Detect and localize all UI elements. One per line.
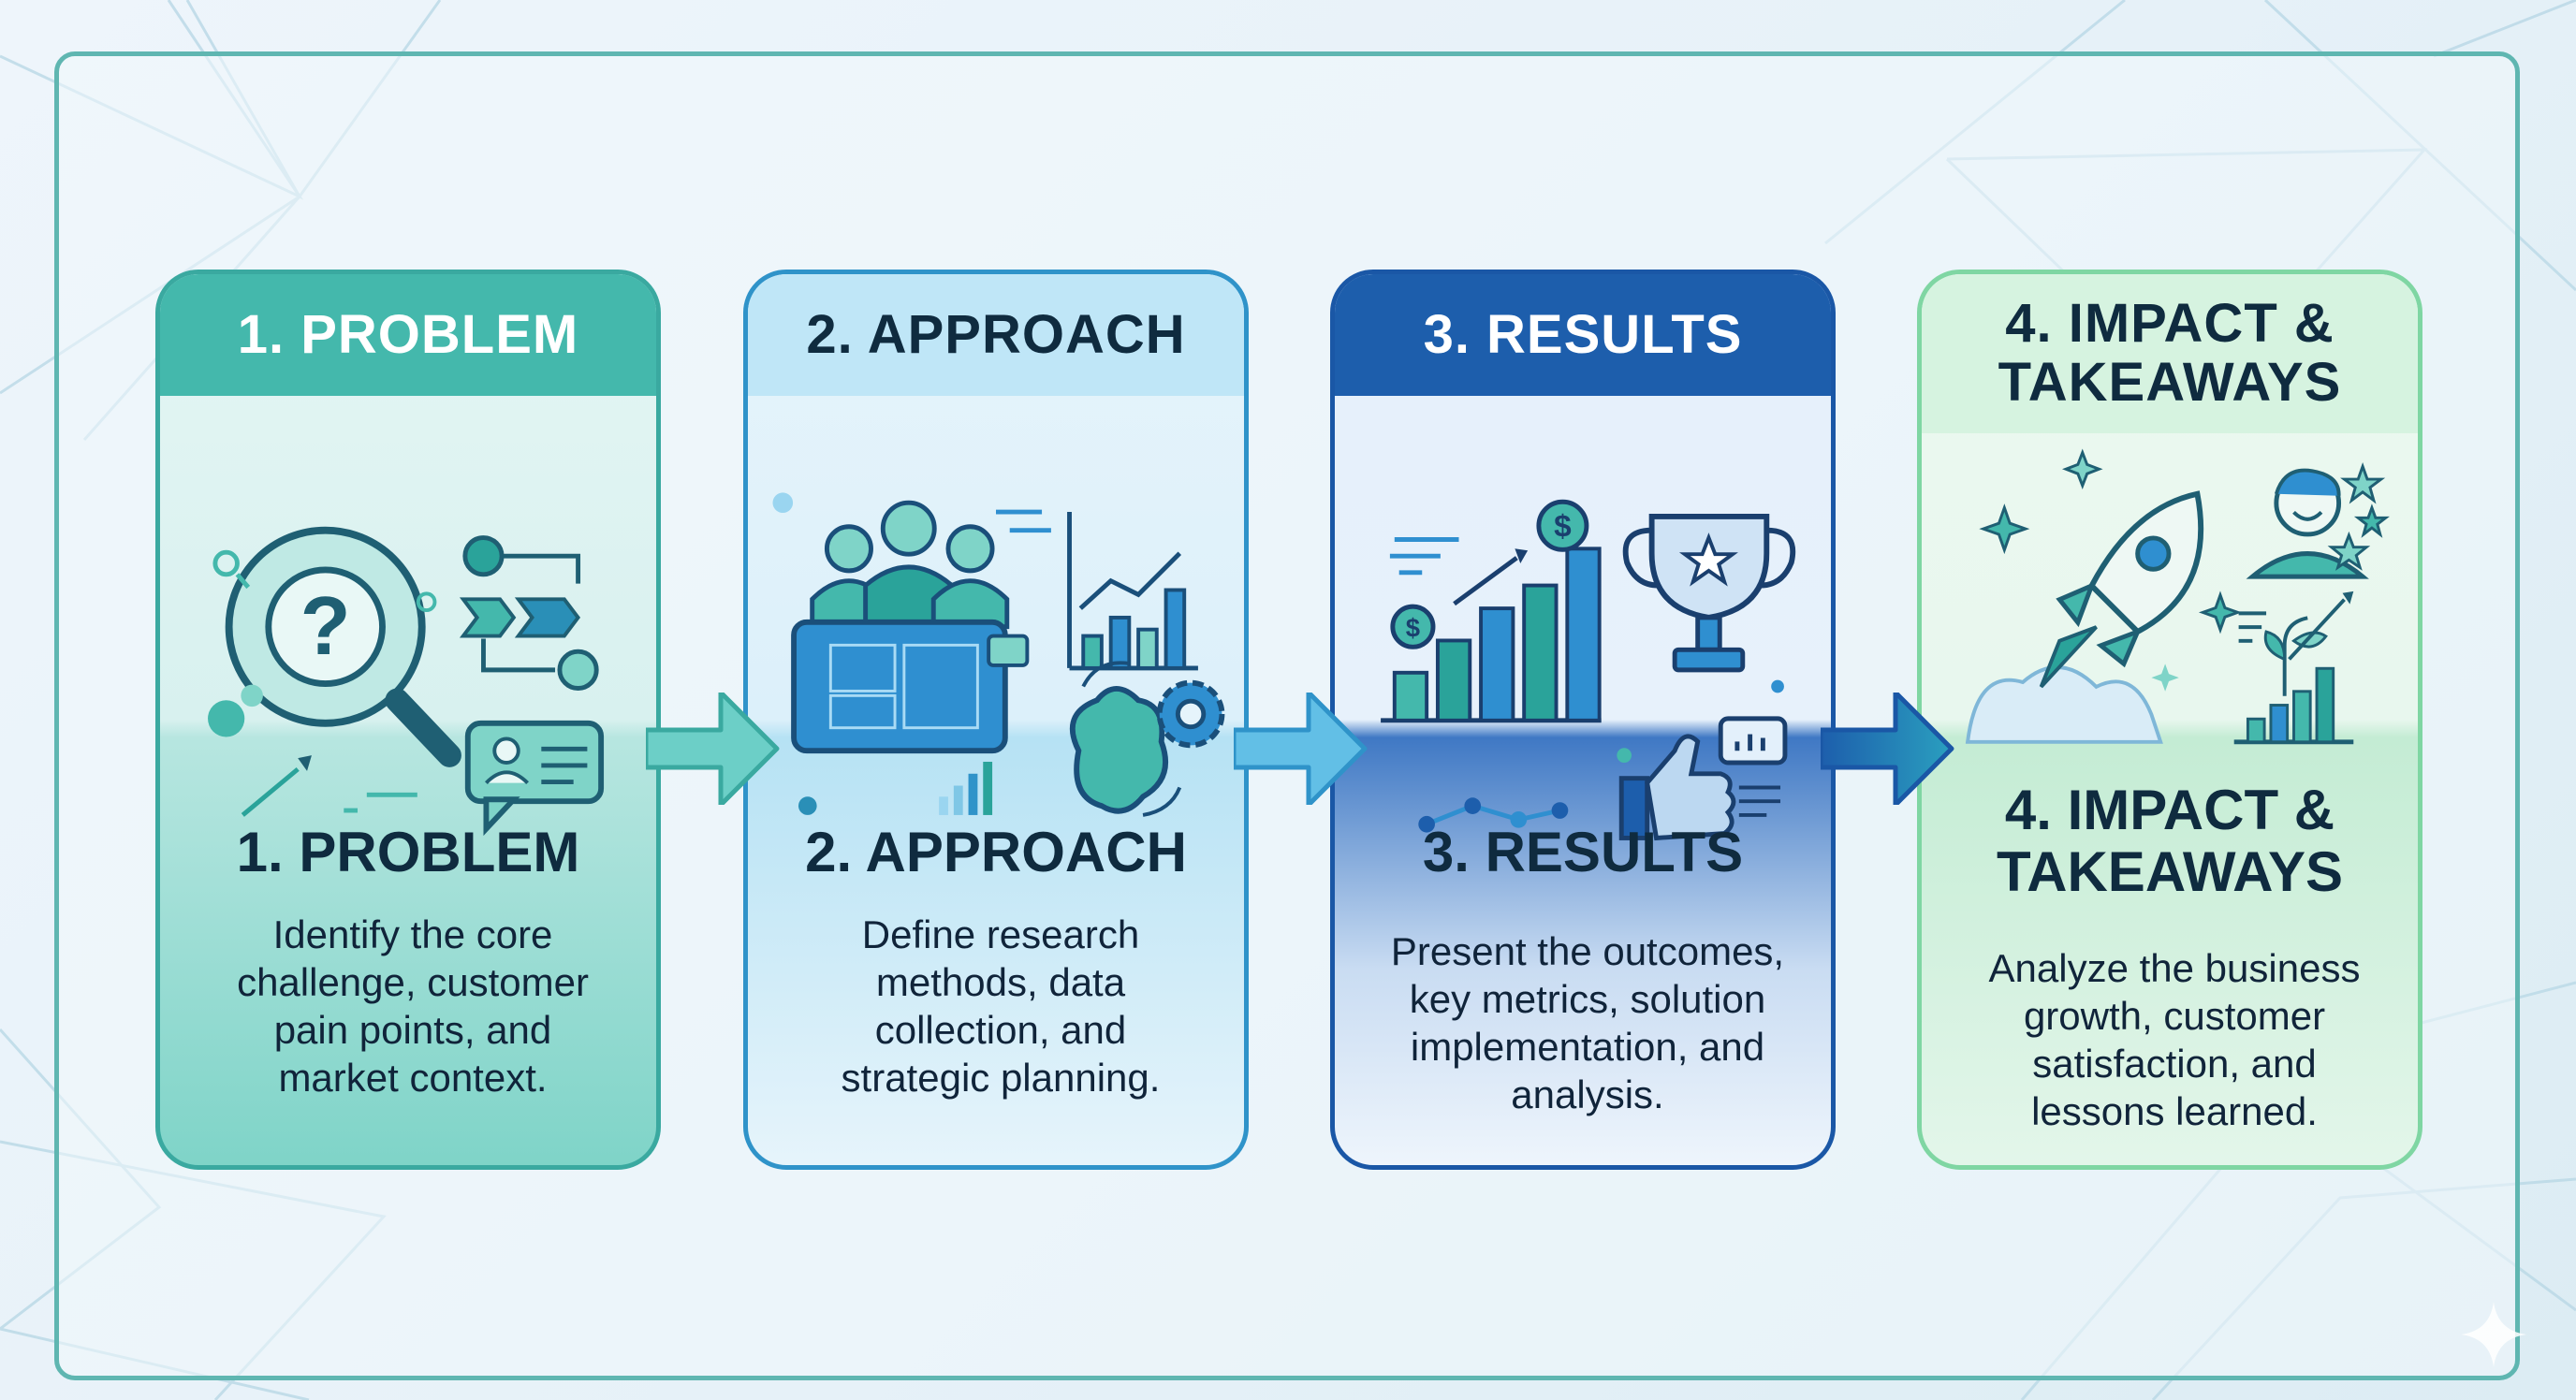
results-body: 3. RESULTS Present the outcomes, key met… — [1335, 761, 1831, 1165]
arrow-right-icon — [1821, 693, 1954, 805]
rocket-icon — [1965, 448, 2243, 744]
svg-text:?: ? — [300, 579, 351, 672]
step-card-impact: 4. IMPACT & TAKEAWAYS — [1917, 270, 2422, 1170]
step-description: Present the outcomes, key metrics, solut… — [1390, 929, 1785, 1116]
growth-chart-icon: $ $ — [1381, 499, 1602, 723]
approach-illustration — [748, 396, 1244, 1029]
step-header: 1. PROBLEM — [160, 274, 656, 396]
profile-chat-icon — [241, 720, 605, 837]
svg-text:$: $ — [1554, 510, 1572, 545]
step-title: 1. PROBLEM — [236, 821, 580, 883]
problem-illustration: ? — [160, 396, 656, 1029]
step-card-results: 3. RESULTS $ $ — [1330, 270, 1836, 1170]
results-illustration: $ $ — [1335, 396, 1831, 1029]
problem-body: 1. PROBLEM Identify the core challenge, … — [160, 761, 656, 1165]
happy-customer-icon — [2246, 461, 2390, 579]
step-description: Define research methods, data collection… — [841, 912, 1161, 1100]
step-title: 2. APPROACH — [805, 821, 1187, 883]
line-chart-icon — [996, 509, 1198, 671]
step-card-approach: 2. APPROACH — [743, 270, 1249, 1170]
arrow-right-icon — [1234, 693, 1368, 805]
flowchart-icon — [416, 535, 599, 691]
step-card-problem: 1. PROBLEM ? — [155, 270, 661, 1170]
svg-text:$: $ — [1406, 614, 1420, 643]
step-description: Analyze the business growth, customer sa… — [1988, 946, 2361, 1133]
line-graph-icon — [1418, 797, 1569, 833]
team-icon — [810, 500, 1010, 630]
step-title: 3. RESULTS — [1422, 821, 1744, 883]
impact-illustration — [1922, 433, 2418, 1029]
arrow-right-icon — [646, 693, 780, 805]
brain-gear-icon — [1069, 661, 1225, 817]
sparkle-icon — [2461, 1302, 2526, 1367]
step-header: 2. APPROACH — [748, 274, 1244, 396]
impact-body: 4. IMPACT & TAKEAWAYS Analyze the busine… — [1922, 761, 2418, 1165]
step-header: 4. IMPACT & TAKEAWAYS — [1922, 274, 2418, 433]
blueprint-icon — [772, 492, 1030, 815]
step-title: 4. IMPACT & TAKEAWAYS — [1996, 779, 2344, 903]
magnifier-question-icon: ? — [208, 526, 461, 767]
trophy-icon — [1622, 514, 1796, 693]
step-header: 3. RESULTS — [1335, 274, 1831, 396]
plant-growth-icon — [2233, 591, 2354, 745]
thumbs-up-icon — [1617, 716, 1788, 841]
step-description: Identify the core challenge, customer pa… — [237, 912, 589, 1100]
approach-body: 2. APPROACH Define research methods, dat… — [748, 761, 1244, 1165]
